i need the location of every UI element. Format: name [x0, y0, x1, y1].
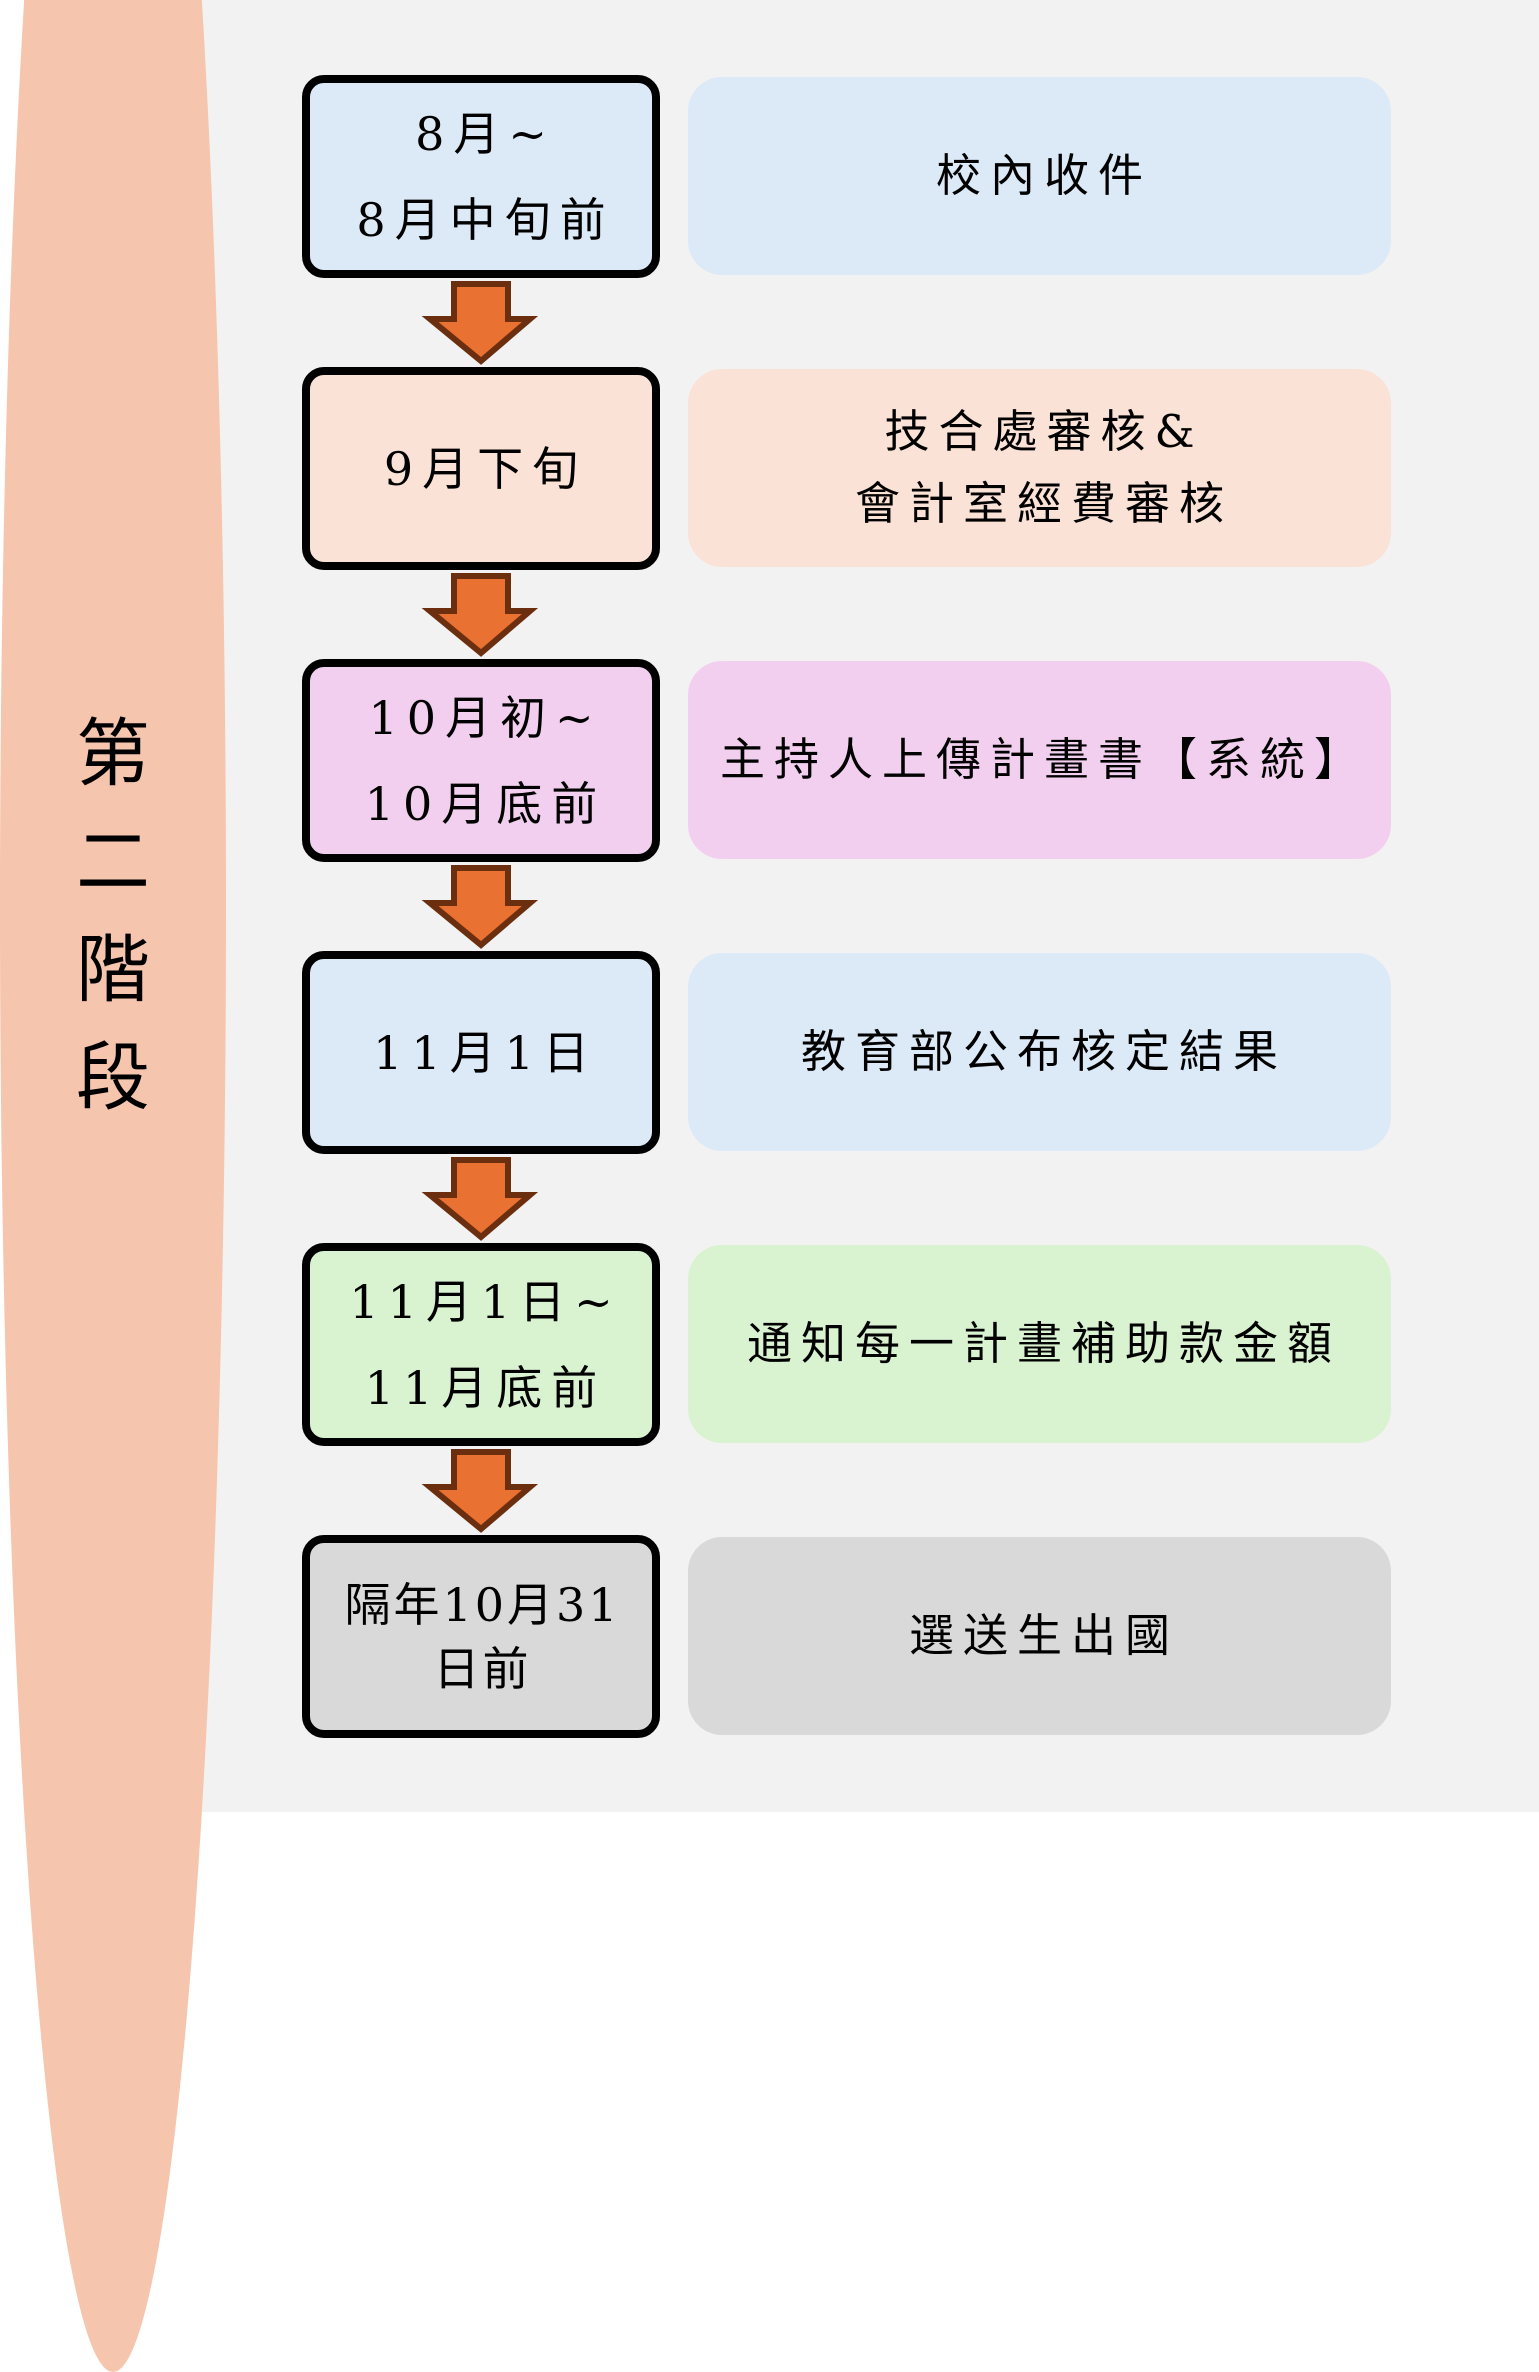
- date-text: 8月中旬前: [356, 192, 615, 247]
- stage-label-char: 階: [76, 927, 150, 1013]
- task-panel: 校內收件: [688, 77, 1391, 275]
- date-box: 11月1日: [302, 951, 660, 1154]
- date-text: 11月1日~: [349, 1274, 622, 1329]
- task-text: 校內收件: [935, 149, 1152, 202]
- date-text: 11月底前: [364, 1360, 607, 1415]
- flow-step: 11月1日 教育部公布核定結果: [0, 951, 1539, 1156]
- date-box: 11月1日~ 11月底前: [302, 1243, 660, 1446]
- date-text: 11月1日: [373, 1025, 598, 1080]
- date-text: 8月~: [415, 106, 556, 161]
- down-arrow-icon: [420, 281, 540, 367]
- date-box: 8月~ 8月中旬前: [302, 75, 660, 278]
- task-text: 教育部公布核定結果: [800, 1025, 1287, 1078]
- task-panel: 通知每一計畫補助款金額: [688, 1245, 1391, 1443]
- task-text: 通知每一計畫補助款金額: [746, 1317, 1341, 1370]
- flow-step: 隔年10月31 日前 選送生出國: [0, 1535, 1539, 1740]
- diagram-background: [113, 0, 1539, 1812]
- date-text: 10月底前: [364, 776, 607, 831]
- stage-label-char: 段: [76, 1035, 150, 1121]
- flow-step: 10月初~ 10月底前 主持人上傳計畫書【系統】: [0, 659, 1539, 864]
- date-box: 9月下旬: [302, 367, 660, 570]
- flow-step: 11月1日~ 11月底前 通知每一計畫補助款金額: [0, 1243, 1539, 1448]
- task-text: 技合處審核&: [884, 405, 1204, 458]
- down-arrow-icon: [420, 573, 540, 659]
- down-arrow-icon: [420, 1157, 540, 1243]
- task-text: 選送生出國: [908, 1609, 1179, 1662]
- date-text: 日前: [433, 1641, 532, 1696]
- stage-label-char: 二: [76, 819, 150, 905]
- task-text: 會計室經費審核: [854, 477, 1233, 530]
- down-arrow-icon: [420, 1449, 540, 1535]
- task-text: 主持人上傳計畫書【系統】: [719, 733, 1368, 786]
- task-panel: 主持人上傳計畫書【系統】: [688, 661, 1391, 859]
- date-text: 9月下旬: [383, 441, 588, 496]
- date-text: 10月初~: [368, 690, 603, 745]
- flow-step: 9月下旬 技合處審核&會計室經費審核: [0, 367, 1539, 572]
- stage-label-char: 第: [76, 711, 150, 797]
- stage-label: 第 二 階 段: [0, 700, 226, 1132]
- task-panel: 技合處審核&會計室經費審核: [688, 369, 1391, 567]
- task-panel: 教育部公布核定結果: [688, 953, 1391, 1151]
- down-arrow-icon: [420, 865, 540, 951]
- date-text: 隔年10月31: [344, 1577, 621, 1632]
- flow-step: 8月~ 8月中旬前 校內收件: [0, 75, 1539, 280]
- stage-pill: [0, 0, 226, 2372]
- task-panel: 選送生出國: [688, 1537, 1391, 1735]
- date-box: 隔年10月31 日前: [302, 1535, 660, 1738]
- date-box: 10月初~ 10月底前: [302, 659, 660, 862]
